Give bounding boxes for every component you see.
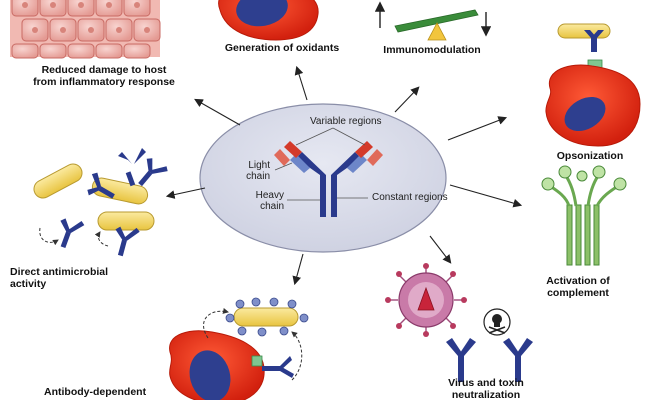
complement-group: [541, 165, 627, 266]
reduced-damage-label: Reduced damage to host from inflammatory…: [33, 64, 175, 88]
complement-line-2: complement: [547, 287, 609, 299]
antimicrobial-line-2: activity: [10, 278, 47, 290]
reduced-damage-line-2: from inflammatory response: [33, 76, 175, 88]
variable-regions-label: Variable regions: [310, 116, 382, 127]
light-chain-line-2: chain: [246, 171, 270, 182]
light-chain-label: Light chain: [230, 160, 270, 182]
central-antibody: [274, 141, 383, 217]
virus-line-1: Virus and toxin: [448, 377, 524, 389]
opsonization-label: Opsonization: [556, 150, 624, 162]
heavy-chain-line-2: chain: [260, 201, 284, 212]
complement-line-1: Activation of: [546, 275, 610, 287]
oxidant-cell: [218, 0, 319, 41]
heavy-chain-label: Heavy chain: [242, 190, 284, 212]
heavy-chain-line-1: Heavy: [255, 190, 284, 201]
virus-neutralization-label: Virus and toxin neutralization: [448, 377, 524, 400]
virus-line-2: neutralization: [451, 389, 521, 400]
adcc-label: Antibody-dependent: [44, 386, 147, 398]
immunomodulation-label: Immunomodulation: [383, 44, 481, 56]
opsonization-group: [545, 23, 641, 147]
antimicrobial-line-1: Direct antimicrobial: [10, 266, 109, 278]
antimicrobial-group: [33, 148, 168, 257]
radial-arrows: [165, 65, 523, 286]
seesaw: [374, 1, 492, 41]
adcc-group: [169, 297, 309, 400]
light-chain-line-1: Light: [248, 160, 270, 171]
complement-label: Activation of complement: [546, 275, 610, 299]
host-cells: [10, 0, 161, 59]
oxidants-label: Generation of oxidants: [224, 42, 340, 54]
antimicrobial-label: Direct antimicrobial activity: [10, 266, 108, 290]
constant-regions-label: Constant regions: [372, 192, 448, 203]
virus-group: [385, 263, 533, 382]
reduced-damage-line-1: Reduced damage to host: [41, 64, 167, 76]
